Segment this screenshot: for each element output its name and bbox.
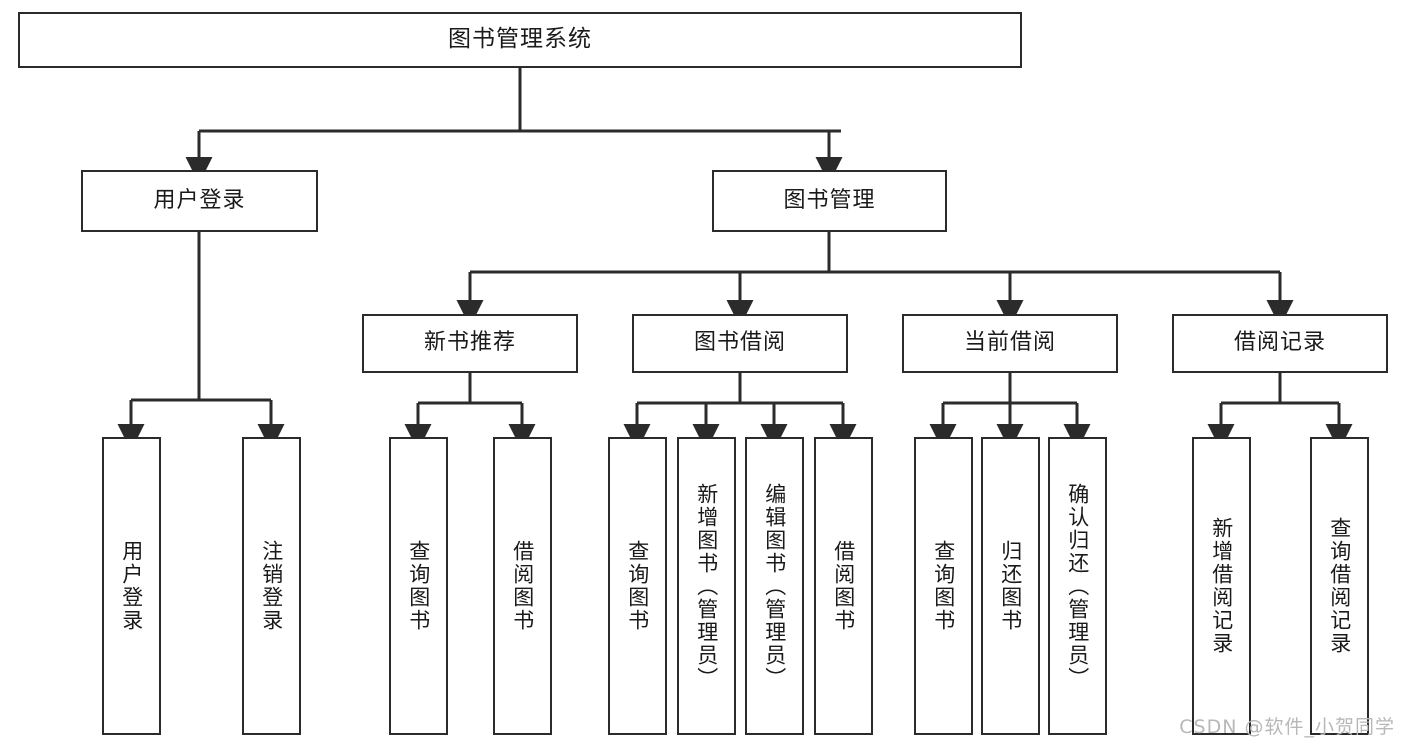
node-label: 查询图书 (931, 540, 956, 632)
leaf-borrow-book-recommendation[interactable]: 借阅图书 (493, 437, 552, 735)
node-label: 用户登录 (153, 187, 246, 213)
leaf-query-book-current[interactable]: 查询图书 (914, 437, 973, 735)
watermark-text: CSDN @软件_小贺同学 (1179, 716, 1395, 738)
leaf-return-book[interactable]: 归还图书 (981, 437, 1040, 735)
leaf-user-login[interactable]: 用户登录 (102, 437, 161, 735)
node-label: 查询借阅记录 (1327, 517, 1352, 655)
node-book-borrowing[interactable]: 图书借阅 (632, 314, 848, 373)
node-label: 图书管理系统 (448, 26, 592, 53)
node-label: 查询图书 (406, 540, 431, 632)
node-current-borrowing[interactable]: 当前借阅 (902, 314, 1118, 373)
leaf-query-borrowing-record[interactable]: 查询借阅记录 (1310, 437, 1369, 735)
leaf-add-borrowing-record[interactable]: 新增借阅记录 (1192, 437, 1251, 735)
leaf-query-book-recommendation[interactable]: 查询图书 (389, 437, 448, 735)
node-label: 借阅记录 (1233, 330, 1326, 356)
node-label: 编辑图书（管理员） (762, 483, 787, 690)
node-user-login[interactable]: 用户登录 (81, 170, 318, 232)
node-label: 当前借阅 (963, 330, 1056, 356)
leaf-add-book-admin[interactable]: 新增图书（管理员） (677, 437, 736, 735)
node-book-management[interactable]: 图书管理 (712, 170, 947, 232)
node-label: 新书推荐 (423, 330, 516, 356)
leaf-edit-book-admin[interactable]: 编辑图书（管理员） (745, 437, 804, 735)
node-root-book-management-system[interactable]: 图书管理系统 (18, 12, 1022, 68)
node-label: 查询图书 (625, 540, 650, 632)
node-label: 新增图书（管理员） (694, 483, 719, 690)
node-label: 借阅图书 (831, 540, 856, 632)
node-label: 注销登录 (259, 540, 284, 632)
leaf-confirm-return-admin[interactable]: 确认归还（管理员） (1048, 437, 1107, 735)
leaf-query-book-borrowing[interactable]: 查询图书 (608, 437, 667, 735)
leaf-borrow-book-borrowing[interactable]: 借阅图书 (814, 437, 873, 735)
node-label: 新增借阅记录 (1209, 517, 1234, 655)
leaf-logout[interactable]: 注销登录 (242, 437, 301, 735)
node-new-book-recommendation[interactable]: 新书推荐 (362, 314, 578, 373)
node-label: 图书管理 (783, 187, 876, 213)
node-borrowing-records[interactable]: 借阅记录 (1172, 314, 1388, 373)
node-label: 用户登录 (119, 540, 144, 632)
node-label: 确认归还（管理员） (1065, 483, 1090, 690)
node-label: 归还图书 (998, 540, 1023, 632)
node-label: 图书借阅 (693, 330, 786, 356)
node-label: 借阅图书 (510, 540, 535, 632)
